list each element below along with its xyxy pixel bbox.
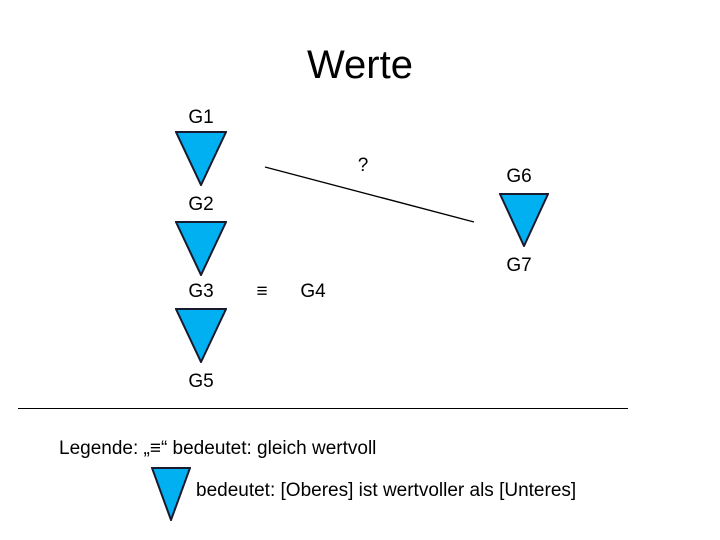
- equivalence-symbol: ≡: [256, 281, 268, 302]
- value-triangle-g3-g5: [175, 308, 227, 363]
- legend-value-triangle: [151, 467, 191, 521]
- question-marker: ?: [357, 155, 369, 176]
- node-label-g5: G5: [188, 371, 214, 392]
- node-label-g7: G7: [506, 255, 532, 276]
- legend-equivalence-description: Legende: „≡“ bedeutet: gleich wertvoll: [59, 438, 377, 459]
- legend-triangle-description: bedeutet: [Oberes] ist wertvoller als [U…: [196, 480, 577, 501]
- unknown-relation-connector: [264, 166, 475, 223]
- node-label-g6: G6: [506, 166, 532, 187]
- node-label-g3: G3: [188, 281, 214, 302]
- node-label-g2: G2: [188, 194, 214, 215]
- legend-divider: [18, 408, 628, 409]
- node-label-g1: G1: [188, 107, 214, 128]
- value-triangle-g2-g3: [175, 221, 227, 276]
- node-label-g4: G4: [300, 281, 326, 302]
- value-triangle-g1-g2: [175, 131, 227, 186]
- page-title: Werte: [307, 43, 413, 87]
- value-triangle-g6-g7: [499, 193, 549, 247]
